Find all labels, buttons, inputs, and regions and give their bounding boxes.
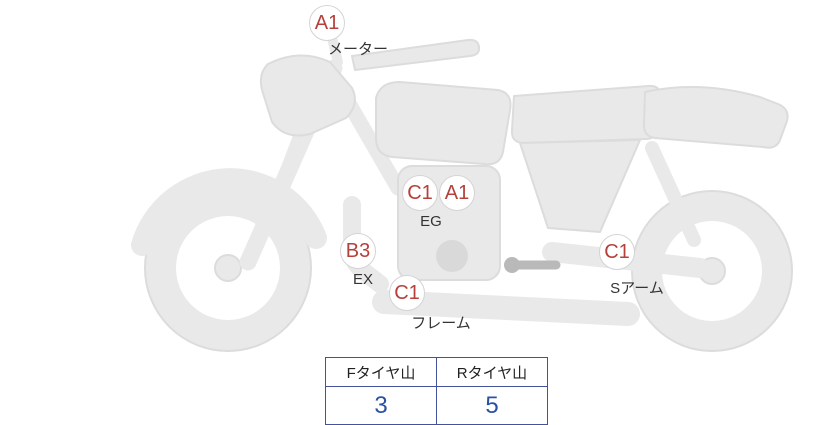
engine-cover [436, 240, 468, 272]
downtube [339, 92, 406, 196]
headlight-cowl [259, 54, 356, 137]
grade-badge-exhaust: B3 [340, 233, 376, 269]
rear-stay [645, 141, 701, 247]
grade-badge-engine-1: C1 [402, 175, 438, 211]
part-label-frame: フレーム [411, 315, 471, 332]
part-label-meter: メーター [327, 41, 388, 58]
rear-tire-header: Rタイヤ山 [436, 357, 548, 387]
tire-tread-table: Fタイヤ山 Rタイヤ山 3 5 [325, 357, 548, 425]
front-fork-tube [255, 128, 307, 242]
front-fender [131, 168, 327, 256]
front-hub [214, 254, 242, 282]
rear-tire-value: 5 [436, 386, 548, 425]
grade-badge-swingarm: C1 [599, 234, 635, 270]
part-label-exhaust: EX [352, 271, 373, 288]
tail-cowl [642, 86, 789, 149]
seat [510, 84, 662, 144]
kick-pedal-knob [504, 257, 520, 273]
kick-pedal [504, 257, 561, 273]
part-label-swingarm: Sアーム [610, 280, 664, 297]
body-panels [259, 38, 789, 281]
grade-badge-frame: C1 [389, 275, 425, 311]
front-tire-value: 3 [325, 386, 437, 425]
part-label-engine: EG [420, 213, 442, 230]
fuel-tank [375, 81, 512, 166]
front-tire-header: Fタイヤ山 [325, 357, 437, 387]
side-cover [519, 139, 641, 233]
grade-badge-meter: A1 [309, 5, 345, 41]
grade-badge-engine-2: A1 [439, 175, 475, 211]
mirror-stem [327, 33, 343, 67]
tire-table-value-row: 3 5 [325, 386, 548, 425]
handlebar [351, 38, 481, 71]
tire-table-header-row: Fタイヤ山 Rタイヤ山 [325, 357, 548, 387]
muffler [372, 290, 640, 326]
